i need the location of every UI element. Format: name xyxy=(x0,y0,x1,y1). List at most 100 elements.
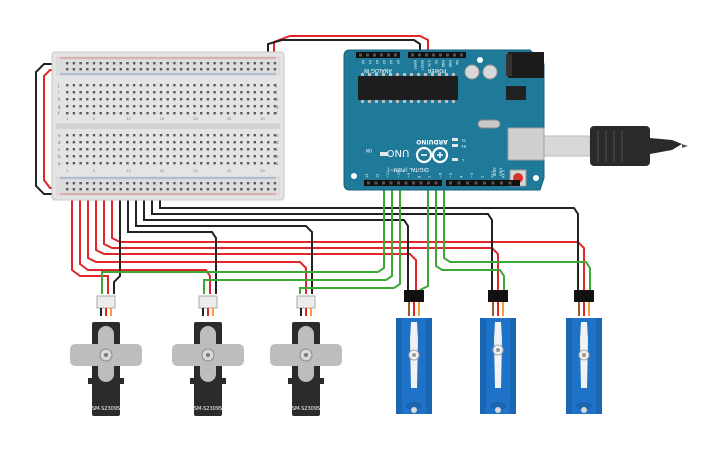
breadboard-hole xyxy=(186,155,189,158)
digital-pin-label: RX 0 xyxy=(502,170,506,178)
breadboard-hole xyxy=(206,141,210,144)
analog-header-label: ANALOG IN xyxy=(364,67,392,73)
breadboard-hole xyxy=(193,148,196,151)
power-pin-label: 3.3V xyxy=(427,60,431,68)
breadboard-hole xyxy=(119,134,122,137)
breadboard-row-letter: f xyxy=(58,111,60,116)
breadboard-hole xyxy=(119,155,122,158)
header-pin xyxy=(359,53,362,57)
breadboard-hole xyxy=(200,105,203,108)
breadboard-hole xyxy=(106,68,109,71)
breadboard-hole xyxy=(92,98,96,101)
breadboard-hole xyxy=(133,105,136,108)
breadboard-hole xyxy=(273,134,277,137)
breadboard-row-letter: a xyxy=(58,161,61,166)
breadboard-hole xyxy=(79,141,82,144)
breadboard-hole xyxy=(106,84,109,87)
power-pin-label: GND xyxy=(448,60,452,68)
breadboard-hole xyxy=(92,141,96,144)
breadboard-hole xyxy=(139,91,143,94)
breadboard-hole xyxy=(72,84,76,87)
breadboard-hole xyxy=(66,91,69,94)
breadboard-hole xyxy=(200,162,203,165)
breadboard-hole xyxy=(213,68,216,71)
breadboard-hole xyxy=(226,134,230,137)
breadboard-hole xyxy=(240,98,243,101)
chip-pin xyxy=(368,73,371,76)
breadboard-hole xyxy=(106,162,109,165)
breadboard-hole xyxy=(267,162,270,165)
breadboard-hole xyxy=(166,141,169,144)
breadboard-hole xyxy=(79,162,82,165)
breadboard-hole xyxy=(153,98,156,101)
breadboard-hole xyxy=(159,134,163,137)
breadboard-hole xyxy=(159,105,163,108)
breadboard-hole xyxy=(99,188,102,191)
breadboard-hole xyxy=(226,155,230,158)
breadboard-hole xyxy=(119,141,122,144)
breadboard-hole xyxy=(126,91,129,94)
breadboard-hole xyxy=(179,155,183,158)
wire-gnd-black xyxy=(267,39,421,64)
breadboard-hole xyxy=(233,105,236,108)
breadboard-hole xyxy=(220,182,223,185)
breadboard-hole xyxy=(99,84,102,87)
breadboard-hole xyxy=(233,62,236,65)
servo-blue-1 xyxy=(396,290,432,414)
breadboard-hole xyxy=(139,141,143,144)
breadboard-hole xyxy=(159,62,163,65)
breadboard-hole xyxy=(126,62,129,65)
breadboard-hole xyxy=(146,141,149,144)
breadboard-hole xyxy=(253,162,256,165)
breadboard-hole xyxy=(72,112,76,115)
analog-pin-label: A5 xyxy=(396,60,400,64)
breadboard-hole xyxy=(79,84,82,87)
breadboard-row-letter: b xyxy=(276,154,279,159)
breadboard-hole xyxy=(273,68,277,71)
breadboard-row-letter: h xyxy=(276,97,279,102)
breadboard-hole xyxy=(166,182,169,185)
header-pin xyxy=(439,53,442,57)
breadboard-hole xyxy=(173,162,176,165)
breadboard-hole xyxy=(206,98,210,101)
breadboard-hole xyxy=(220,68,223,71)
breadboard-hole xyxy=(146,112,149,115)
breadboard-hole xyxy=(186,68,189,71)
breadboard-hole xyxy=(267,112,270,115)
breadboard-hole xyxy=(166,91,169,94)
power-pin-label: Vin xyxy=(455,60,459,65)
gnd-label: GND xyxy=(499,168,503,176)
breadboard-hole xyxy=(260,134,263,137)
breadboard-hole xyxy=(72,62,76,65)
breadboard-hole xyxy=(233,148,236,151)
breadboard-hole xyxy=(106,134,109,137)
breadboard-hole xyxy=(260,62,263,65)
header-pin xyxy=(419,181,423,185)
breadboard-hole xyxy=(226,162,230,165)
breadboard-hole xyxy=(193,188,196,191)
breadboard-hole xyxy=(206,112,210,115)
digital-pin-label: 13 xyxy=(365,174,369,178)
breadboard-hole xyxy=(193,112,196,115)
breadboard-hole xyxy=(253,62,256,65)
breadboard-hole xyxy=(253,98,256,101)
analog-pin-label: A1 xyxy=(368,60,372,64)
breadboard-hole xyxy=(166,62,169,65)
breadboard-hole xyxy=(126,162,129,165)
breadboard-hole xyxy=(99,182,102,185)
arduino-uno: ANALOG IN POWER DIGITAL (PWM~) ARDUINO U… xyxy=(343,49,688,191)
breadboard-hole xyxy=(233,68,236,71)
breadboard-hole xyxy=(233,84,236,87)
breadboard-hole xyxy=(112,62,116,65)
breadboard-hole xyxy=(240,188,243,191)
breadboard-hole xyxy=(166,148,169,151)
breadboard-hole xyxy=(146,162,149,165)
arduino-logo xyxy=(415,146,449,164)
on-led xyxy=(380,152,388,156)
breadboard-hole xyxy=(166,188,169,191)
servo-black-2: SM-S2309S xyxy=(172,295,244,416)
breadboard-hole xyxy=(126,188,129,191)
breadboard-hole xyxy=(106,155,109,158)
breadboard-hole xyxy=(92,155,96,158)
breadboard-hole xyxy=(220,98,223,101)
